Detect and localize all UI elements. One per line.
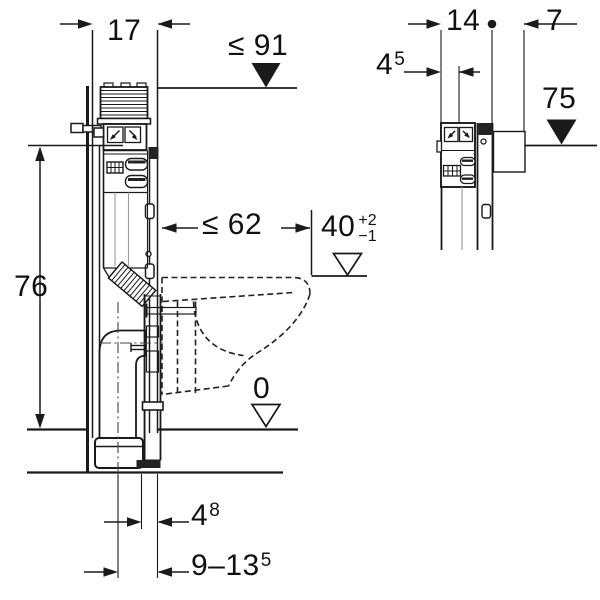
top-view — [404, 19, 597, 250]
dim-value: 76 — [14, 270, 49, 303]
tolerance-stack: +2−1 — [358, 213, 376, 245]
wall-bracket — [70, 122, 84, 134]
dim-label-top-depth: 17 — [107, 16, 141, 46]
dim-value: ≤ 91 — [228, 29, 289, 62]
wall-and-floor-lines — [27, 86, 298, 474]
front-view — [27, 19, 367, 578]
cistern-assembly — [93, 123, 149, 278]
dim-label-rail-depth: 45 — [376, 50, 405, 80]
tolerance-minus: −1 — [358, 228, 377, 245]
dim-value: 75 — [542, 82, 577, 115]
dim-label-max-height: ≤ 91 — [228, 31, 288, 61]
dim-value: 4 — [191, 499, 209, 532]
dim-value: 17 — [107, 14, 142, 47]
rail-top-cap — [478, 123, 492, 135]
dim-label-floor-level: 0 — [253, 374, 270, 404]
pan-outline — [145, 276, 311, 396]
dim-label-max-projection: ≤ 62 — [202, 210, 262, 240]
flush-pipe-assembly — [100, 294, 164, 471]
dim-label-element-depth: 14 — [446, 6, 480, 36]
front-view-dimension-lines — [28, 19, 367, 578]
pipe-coupling — [141, 401, 164, 411]
protection-box — [96, 82, 152, 125]
dim-value: 0 — [253, 372, 271, 405]
dim-label-outlet-range: 9–135 — [191, 551, 271, 581]
top-view-dimension-lines — [404, 19, 597, 147]
drain-socket — [94, 437, 144, 469]
dim-label-wall-box-depth: 7 — [546, 6, 563, 36]
dim-label-side-level: 75 — [542, 84, 576, 114]
pipe-base — [136, 460, 161, 468]
dim-superscript: 5 — [260, 550, 272, 571]
dim-value: 4 — [376, 48, 394, 81]
drain-bend — [94, 329, 147, 469]
dim-value: 7 — [546, 4, 564, 37]
frame-profile — [436, 122, 494, 250]
rail-slot — [481, 203, 492, 219]
dim-value: ≤ 62 — [202, 208, 263, 241]
dim-label-pan-level: 40+2−1 — [321, 210, 377, 245]
pan-fixing-rod — [146, 306, 197, 315]
rail-slot — [144, 203, 155, 220]
dim-value: 14 — [446, 4, 481, 37]
dim-label-outlet-offset: 48 — [191, 501, 220, 531]
rail-top-cap — [148, 147, 159, 159]
rail-slot — [144, 263, 155, 280]
dim-value: 9–13 — [191, 549, 260, 582]
dimension-dot — [487, 19, 497, 29]
dim-value: 40 — [321, 210, 356, 243]
dim-superscript: 5 — [394, 49, 405, 70]
protection-box-side-hatched — [492, 130, 526, 173]
tolerance-plus: +2 — [358, 212, 377, 229]
dim-superscript: 8 — [209, 500, 220, 521]
dim-label-frame-height: 76 — [14, 272, 48, 302]
